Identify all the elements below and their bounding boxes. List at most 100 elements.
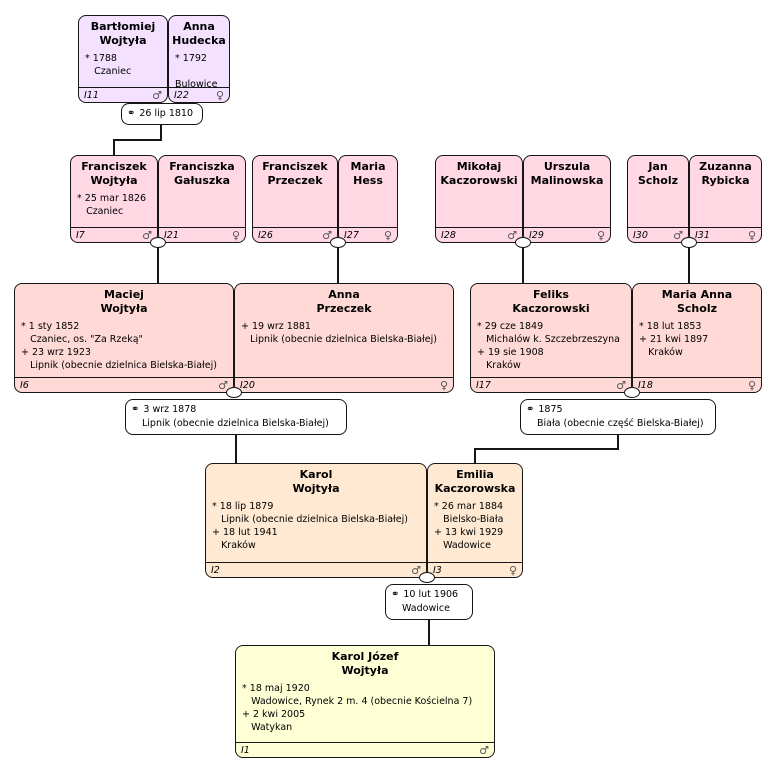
person-name: Bartłomiej Wojtyła [90,20,156,48]
marriage-date-text: 1875 [538,404,563,415]
person-details: + 19 wrz 1881 Lipnik (obecnie dzielnica … [241,320,437,345]
marriage-date-text: 3 wrz 1878 [143,404,197,415]
person-box-i26[interactable]: Franciszek Przeczek I26 ♂ [252,155,338,243]
person-footer: I26 ♂ [253,227,337,242]
person-box-i3[interactable]: Emilia Kaczorowska * 26 mar 1884 Bielsko… [427,463,523,578]
person-box-i29[interactable]: Urszula Malinowska I29 ♀ [523,155,611,243]
person-footer: I3 ♀ [428,562,522,577]
marriage-box-m3[interactable]: ⚭10 lut 1906 Wadowice [385,584,473,620]
gender-icon: ♀ [508,563,517,577]
connector-line [688,246,690,283]
person-box-i1[interactable]: Karol Józef Wojtyła * 18 maj 1920 Wadowi… [235,645,495,758]
marriage-date: ⚭3 wrz 1878 [131,402,341,417]
gender-icon: ♀ [747,228,756,242]
person-id: I21 [164,229,179,241]
person-box-i7[interactable]: Franciszek Wojtyła * 25 mar 1826 Czaniec… [70,155,158,243]
person-id: I11 [84,89,99,101]
person-box-i17[interactable]: Feliks Kaczorowski * 29 cze 1849 Michaló… [470,283,632,393]
person-footer: I20 ♀ [235,377,453,392]
marriage-date: ⚭26 lip 1810 [127,106,197,121]
marriage-icon: ⚭ [127,108,136,119]
union-connector [624,387,640,398]
person-details: * 18 maj 1920 Wadowice, Rynek 2 m. 4 (ob… [242,682,473,733]
person-name: Urszula Malinowska [530,160,604,188]
union-connector [515,237,531,248]
marriage-icon: ⚭ [131,404,140,415]
marriage-date: ⚭1875 [526,402,710,417]
gender-icon: ♂ [411,563,421,577]
person-id: I20 [240,379,255,391]
person-name: Anna Przeczek [316,288,372,316]
person-id: I31 [695,229,710,241]
person-footer: I11 ♂ [79,87,167,102]
marriage-box-m0[interactable]: ⚭26 lip 1810 [121,103,203,125]
person-details [339,189,397,192]
gender-icon: ♀ [215,88,224,102]
union-connector [226,387,242,398]
person-footer: I6 ♂ [15,377,233,392]
person-footer: I21 ♀ [159,227,245,242]
connector-line [428,619,430,645]
connector-line [522,246,524,283]
person-name: Karol Wojtyła [292,468,340,496]
person-name: Maria Anna Scholz [661,288,733,316]
person-box-i28[interactable]: Mikołaj Kaczorowski I28 ♂ [435,155,523,243]
marriage-place: Biała (obecnie część Bielska-Białej) [537,418,704,430]
person-footer: I7 ♂ [71,227,157,242]
person-details: * 29 cze 1849 Michalów k. Szczebrzeszyna… [477,320,620,371]
person-name: Anna Hudecka [172,20,226,48]
gender-icon: ♂ [479,743,489,757]
person-id: I17 [476,379,491,391]
person-footer: I29 ♀ [524,227,610,242]
person-name: Franciszek Przeczek [262,160,328,188]
person-box-i21[interactable]: Franciszka Gałuszka I21 ♀ [158,155,246,243]
person-box-i2[interactable]: Karol Wojtyła * 18 lip 1879 Lipnik (obec… [205,463,427,578]
connector-line [337,246,339,283]
person-box-i27[interactable]: Maria Hess I27 ♀ [338,155,398,243]
connector-line [474,449,476,463]
person-footer: I30 ♂ [628,227,688,242]
connector-line [474,448,619,450]
person-name: Franciszka Gałuszka [169,160,235,188]
person-id: I1 [241,744,250,756]
marriage-date-text: 26 lip 1810 [139,108,194,119]
person-box-i6[interactable]: Maciej Wojtyła * 1 sty 1852 Czaniec, os.… [14,283,234,393]
person-id: I27 [344,229,359,241]
person-name: Mikołaj Kaczorowski [440,160,518,188]
person-details [690,189,761,192]
person-footer: I17 ♂ [471,377,631,392]
person-box-i18[interactable]: Maria Anna Scholz * 18 lut 1853 + 21 kwi… [632,283,762,393]
person-name: Jan Scholz [637,160,678,188]
person-details: * 1 sty 1852 Czaniec, os. "Za Rzeką" + 2… [21,320,217,371]
person-details [253,189,337,192]
marriage-date: ⚭10 lut 1906 [391,587,467,602]
connector-line [617,434,619,450]
person-footer: I2 ♂ [206,562,426,577]
union-connector [150,237,166,248]
person-footer: I1 ♂ [236,742,494,757]
person-id: I18 [638,379,653,391]
connector-line [235,434,237,463]
person-details: * 1788 Czaniec [85,52,132,77]
gender-icon: ♀ [231,228,240,242]
person-box-i31[interactable]: Zuzanna Rybicka I31 ♀ [689,155,762,243]
person-name: Feliks Kaczorowski [512,288,590,316]
person-box-i30[interactable]: Jan Scholz I30 ♂ [627,155,689,243]
person-box-i11[interactable]: Bartłomiej Wojtyła * 1788 Czaniec I11 ♂ [78,15,168,103]
person-id: I3 [433,564,442,576]
marriage-box-m2[interactable]: ⚭1875 Biała (obecnie część Bielska-Białe… [520,399,716,435]
marriage-box-m1[interactable]: ⚭3 wrz 1878 Lipnik (obecnie dzielnica Bi… [125,399,347,435]
marriage-place: Wadowice [402,603,450,615]
person-id: I6 [20,379,29,391]
gender-icon: ♂ [616,378,626,392]
person-footer: I22 ♀ [169,87,229,102]
union-connector [681,237,697,248]
person-name: Franciszek Wojtyła [81,160,147,188]
person-box-i22[interactable]: Anna Hudecka * 1792 Bulowice I22 ♀ [168,15,230,103]
person-box-i20[interactable]: Anna Przeczek + 19 wrz 1881 Lipnik (obec… [234,283,454,393]
person-id: I7 [76,229,85,241]
person-footer: I31 ♀ [690,227,761,242]
person-details: * 18 lut 1853 + 21 kwi 1897 Kraków [639,320,709,358]
gender-icon: ♂ [142,228,152,242]
